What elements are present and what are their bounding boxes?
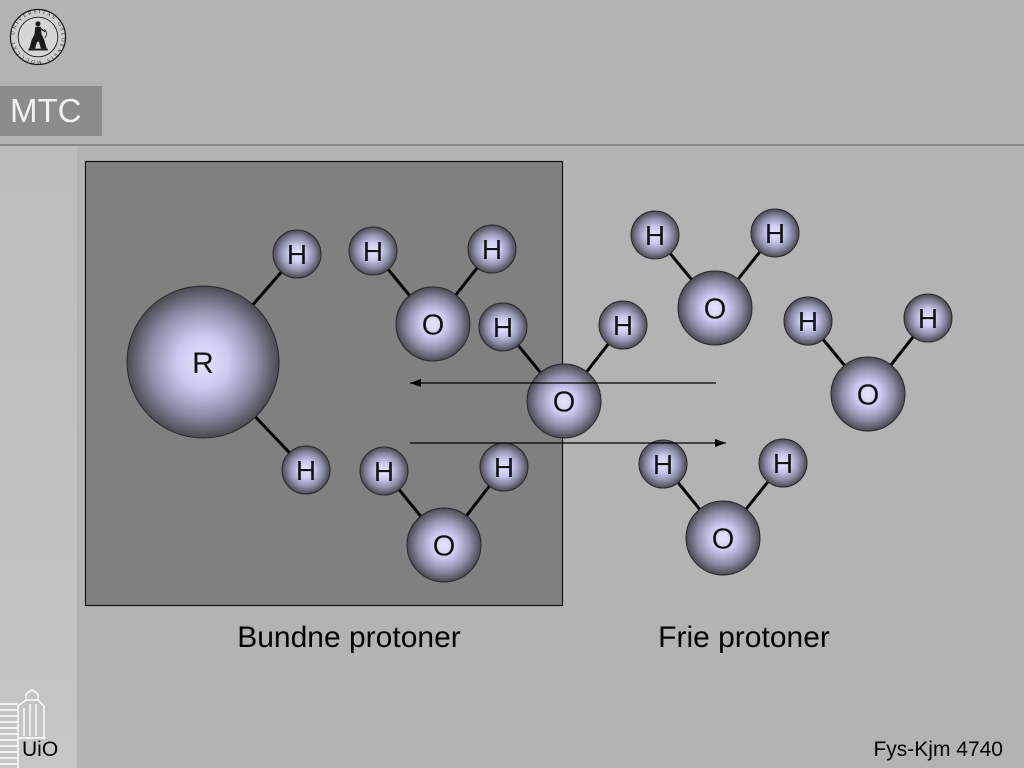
- atom-label: H: [645, 220, 665, 251]
- atom-label: H: [653, 449, 673, 480]
- uio-building-icon: [0, 689, 46, 768]
- atom-label: O: [704, 294, 727, 326]
- atom-label: H: [287, 239, 307, 270]
- header-divider: [0, 144, 1024, 146]
- hydrogen-atom: H: [630, 210, 680, 260]
- free-protons-caption: Frie protoner: [658, 621, 830, 654]
- atom-label: H: [493, 312, 513, 343]
- water-molecule: O H H: [348, 224, 517, 362]
- institution-label: UiO: [22, 738, 59, 761]
- atom-label: H: [494, 452, 514, 483]
- atom-label: O: [857, 380, 880, 412]
- atom-label: H: [798, 306, 818, 337]
- seal-figure: [28, 21, 48, 51]
- section-tag: MTC: [0, 86, 102, 136]
- hydrogen-atom: H: [903, 293, 953, 343]
- oxygen-atom: O: [830, 356, 906, 432]
- hydrogen-atom: H: [281, 445, 331, 495]
- hydrogen-atom: H: [638, 439, 688, 489]
- atom-label: O: [712, 524, 735, 556]
- oxygen-atom: O: [677, 270, 753, 346]
- hydrogen-atom: H: [467, 224, 517, 274]
- hydrogen-atom: H: [758, 438, 808, 488]
- atom-label: O: [433, 531, 456, 563]
- hydrogen-atom: H: [348, 226, 398, 276]
- left-sidebar-strip: [0, 146, 77, 768]
- bound-protons-caption: Bundne protoner: [237, 621, 461, 654]
- atom-label: H: [773, 448, 793, 479]
- water-molecule: O H H: [638, 438, 808, 576]
- oxygen-atom: O: [685, 500, 761, 576]
- atom-label: H: [363, 236, 383, 267]
- oxygen-atom: O: [395, 286, 471, 362]
- oxygen-atom: O: [406, 507, 482, 583]
- r-group-atom: R: [126, 285, 280, 439]
- atom-label: H: [613, 310, 633, 341]
- hydrogen-atom: H: [479, 442, 529, 492]
- atom-label: H: [765, 218, 785, 249]
- atom-label: H: [374, 456, 394, 487]
- hydrogen-atom: H: [598, 300, 648, 350]
- macromolecule: R H H: [126, 229, 331, 495]
- water-molecule: O H H: [359, 442, 529, 583]
- atom-label: O: [553, 387, 576, 419]
- oxygen-atom: O: [526, 363, 602, 439]
- atom-label: H: [296, 455, 316, 486]
- atom-label: O: [422, 310, 445, 342]
- free-region: O H H O H H: [630, 208, 953, 576]
- hydrogen-atom: H: [478, 302, 528, 352]
- hydrogen-atom: H: [750, 208, 800, 258]
- university-seal-icon: UNIVERSITAS OSLOENSIS MDCCCXI: [9, 8, 67, 66]
- atom-label: H: [918, 303, 938, 334]
- hydrogen-atom: H: [783, 296, 833, 346]
- hydrogen-atom: H: [359, 446, 409, 496]
- atom-label: H: [482, 234, 502, 265]
- hydrogen-atom: H: [272, 229, 322, 279]
- atom-label: R: [192, 347, 214, 380]
- course-code: Fys-Kjm 4740: [873, 738, 1003, 761]
- water-molecule: O H H: [783, 293, 953, 432]
- water-molecule: O H H: [630, 208, 800, 346]
